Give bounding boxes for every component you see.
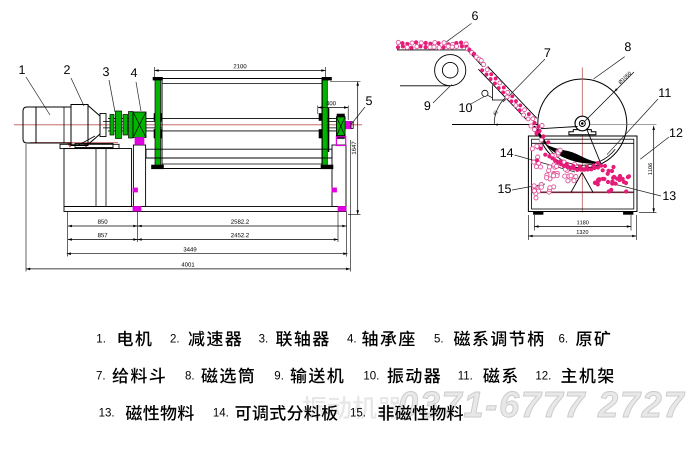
- svg-text:14.: 14.: [213, 408, 229, 420]
- svg-text:1: 1: [19, 63, 26, 77]
- svg-text:12.: 12.: [535, 370, 551, 382]
- svg-text:0371-6777 2727: 0371-6777 2727: [398, 384, 686, 425]
- svg-text:6: 6: [472, 9, 479, 23]
- svg-text:15: 15: [498, 182, 512, 196]
- svg-text:4: 4: [131, 66, 138, 80]
- svg-text:3.: 3.: [259, 333, 269, 345]
- svg-text:12: 12: [669, 126, 683, 140]
- svg-text:1.: 1.: [96, 333, 106, 345]
- svg-text:10: 10: [459, 101, 473, 115]
- svg-text:13.: 13.: [99, 408, 115, 420]
- svg-text:6.: 6.: [559, 333, 569, 345]
- svg-text:7: 7: [544, 46, 551, 60]
- svg-text:8.: 8.: [185, 370, 195, 382]
- svg-text:13: 13: [662, 189, 676, 203]
- svg-text:10.: 10.: [363, 370, 379, 382]
- svg-text:2.: 2.: [170, 333, 180, 345]
- svg-text:11: 11: [658, 86, 671, 100]
- svg-text:8: 8: [624, 40, 631, 54]
- svg-text:4.: 4.: [347, 333, 357, 345]
- svg-text:7.: 7.: [96, 370, 106, 382]
- svg-text:15.: 15.: [350, 408, 366, 420]
- svg-text:5.: 5.: [434, 333, 444, 345]
- svg-text:2: 2: [64, 63, 71, 77]
- svg-text:14: 14: [500, 146, 514, 160]
- svg-text:3: 3: [103, 65, 110, 79]
- svg-text:9: 9: [424, 99, 431, 113]
- svg-text:9.: 9.: [274, 370, 284, 382]
- svg-text:11.: 11.: [458, 370, 473, 382]
- svg-text:5: 5: [366, 94, 373, 108]
